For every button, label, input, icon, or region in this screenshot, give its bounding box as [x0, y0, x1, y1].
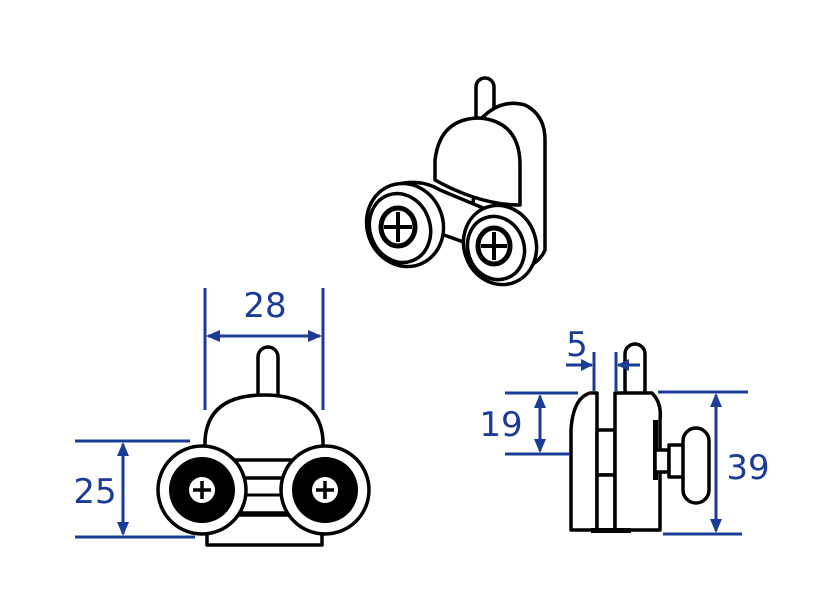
dimension-upper: 19	[479, 405, 522, 445]
dimension-width: 28	[243, 286, 286, 326]
front-view: 28 25	[73, 286, 371, 547]
dimension-total: 39	[726, 448, 769, 488]
wheel-icon	[156, 444, 248, 536]
dimension-height: 25	[73, 472, 116, 512]
dimension-gap: 5	[566, 325, 588, 365]
wheel-icon	[461, 203, 539, 287]
wheel-icon	[681, 426, 711, 505]
isometric-view	[364, 76, 547, 287]
wheel-icon	[279, 444, 371, 536]
side-view: 5 19 39	[479, 325, 770, 536]
wheel-icon	[364, 181, 446, 269]
